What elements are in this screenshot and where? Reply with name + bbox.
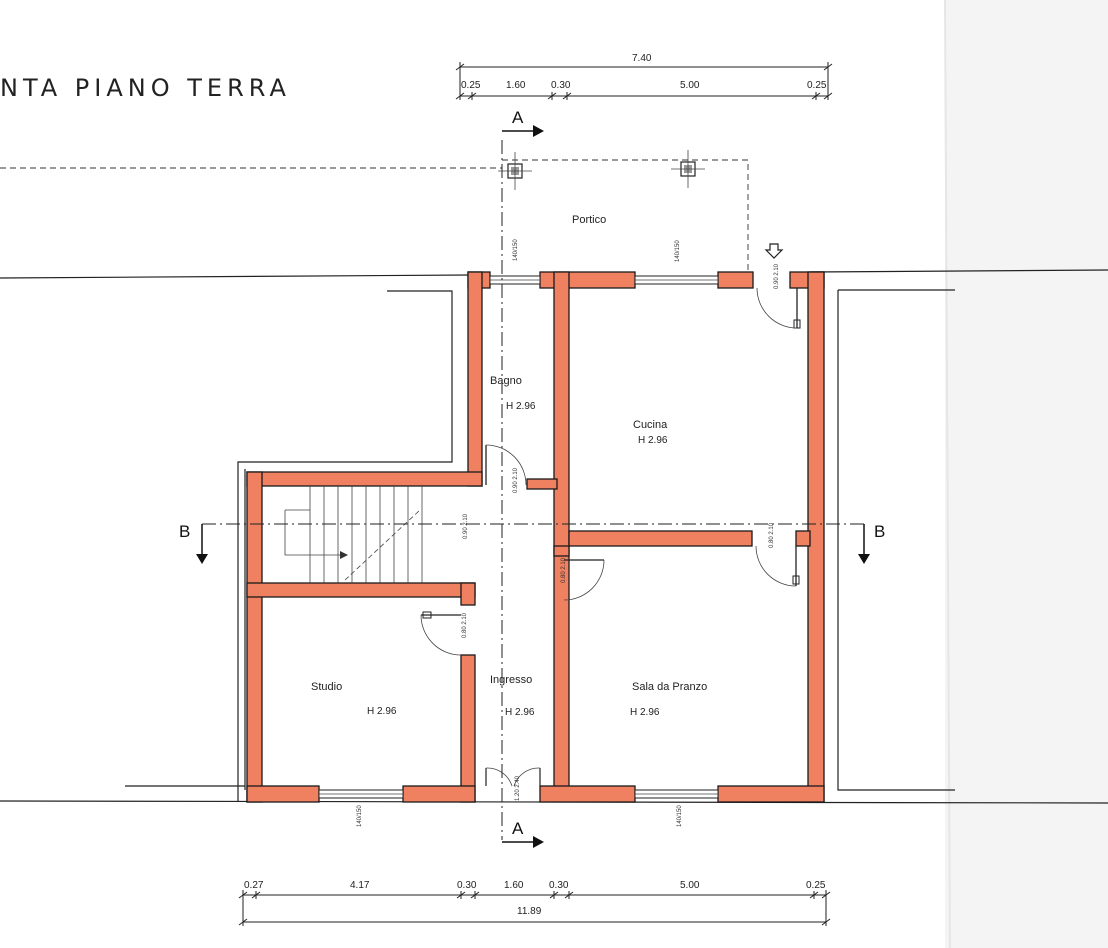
paper-fold-shade bbox=[945, 0, 1108, 948]
top-dimension-chain: 7.40 0.25 1.60 0.30 5.00 0.25 bbox=[455, 53, 833, 100]
svg-text:1.20 2.40: 1.20 2.40 bbox=[515, 775, 521, 801]
svg-text:140/150: 140/150 bbox=[357, 805, 363, 827]
dim-top-total: 7.40 bbox=[632, 53, 652, 64]
section-marker-b-right: B bbox=[858, 522, 885, 564]
svg-text:B: B bbox=[874, 522, 885, 541]
room-cucina-label: Cucina bbox=[633, 419, 668, 431]
section-marker-a-top: A bbox=[502, 108, 544, 137]
room-sala-height: H 2.96 bbox=[630, 707, 660, 718]
staircase bbox=[284, 486, 423, 583]
dim-top-seg-1: 0.25 bbox=[461, 80, 481, 91]
svg-text:0.80 2.10: 0.80 2.10 bbox=[561, 557, 567, 583]
section-marker-a-bottom: A bbox=[502, 819, 544, 848]
room-cucina-height: H 2.96 bbox=[638, 435, 668, 446]
dim-bottom-seg-7: 0.25 bbox=[806, 880, 826, 891]
dim-bottom-seg-6: 5.00 bbox=[680, 880, 700, 891]
dim-bottom-seg-1: 0.27 bbox=[244, 880, 264, 891]
svg-text:0.90 2.10: 0.90 2.10 bbox=[513, 467, 519, 493]
walls bbox=[246, 271, 825, 803]
porch-column-left bbox=[498, 152, 532, 190]
dim-top-seg-5: 0.25 bbox=[807, 80, 827, 91]
svg-text:A: A bbox=[512, 819, 524, 838]
dim-bottom-seg-2: 4.17 bbox=[350, 880, 370, 891]
svg-text:140/150: 140/150 bbox=[675, 240, 681, 262]
room-ingresso-height: H 2.96 bbox=[505, 707, 535, 718]
doors bbox=[420, 287, 801, 787]
dim-bottom-seg-4: 1.60 bbox=[504, 880, 524, 891]
dim-bottom-seg-5: 0.30 bbox=[549, 880, 569, 891]
dim-bottom-seg-3: 0.30 bbox=[457, 880, 477, 891]
bottom-dimension-chain: 0.27 4.17 0.30 1.60 0.30 5.00 0.25 11.89 bbox=[238, 880, 831, 926]
porch-column-right bbox=[671, 150, 705, 188]
boundary-dashed-line bbox=[0, 159, 749, 272]
windows bbox=[318, 275, 719, 799]
svg-text:140/150: 140/150 bbox=[677, 805, 683, 827]
svg-text:A: A bbox=[512, 108, 524, 127]
svg-text:0.80 2.10: 0.80 2.10 bbox=[769, 522, 775, 548]
svg-text:0.80 2.10: 0.80 2.10 bbox=[462, 612, 468, 638]
plan-title: NTA PIANO TERRA bbox=[0, 74, 291, 102]
svg-text:0.90 2.10: 0.90 2.10 bbox=[463, 513, 469, 539]
entrance-arrow-icon bbox=[764, 243, 784, 259]
room-bagno-height: H 2.96 bbox=[506, 401, 536, 412]
dim-top-seg-3: 0.30 bbox=[551, 80, 571, 91]
dim-bottom-total: 11.89 bbox=[517, 906, 542, 917]
section-marker-b-left: B bbox=[179, 522, 208, 564]
opening-annotations: 140/150 140/150 0.90 2.10 0.90 2.10 0.90… bbox=[357, 239, 780, 827]
dim-top-seg-4: 5.00 bbox=[680, 80, 700, 91]
room-bagno-label: Bagno bbox=[490, 375, 522, 387]
svg-text:140/150: 140/150 bbox=[513, 239, 519, 261]
room-sala-label: Sala da Pranzo bbox=[632, 681, 707, 693]
room-ingresso-label: Ingresso bbox=[490, 674, 532, 686]
svg-text:0.90 2.10: 0.90 2.10 bbox=[774, 263, 780, 289]
room-portico-label: Portico bbox=[572, 214, 606, 226]
svg-text:B: B bbox=[179, 522, 190, 541]
room-studio-height: H 2.96 bbox=[367, 706, 397, 717]
dim-top-seg-2: 1.60 bbox=[506, 80, 526, 91]
room-studio-label: Studio bbox=[311, 681, 342, 693]
